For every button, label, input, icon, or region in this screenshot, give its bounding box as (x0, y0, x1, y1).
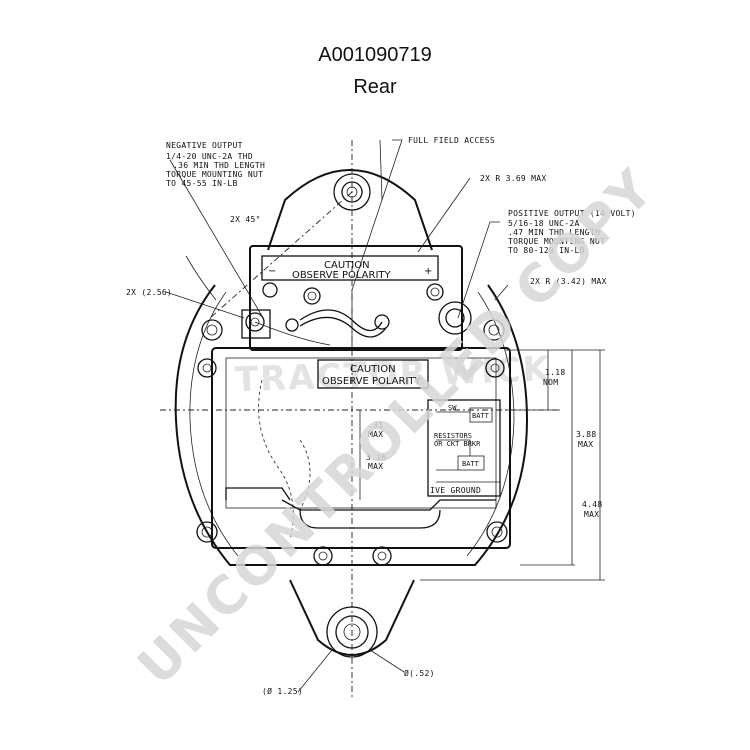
hole-large-text: (Ø 1.25) (262, 686, 303, 696)
dim-inner-a-label: MAX (368, 430, 383, 439)
width-left-text: 2X (2.56) (126, 288, 172, 297)
caution-plate-text: CAUTION (324, 260, 370, 271)
bottom-cover (225, 487, 496, 529)
dim-inner-b-value: 3.16 (366, 453, 386, 462)
positive-output-line-1: POSITIVE OUTPUT (14 VOLT) (508, 209, 636, 218)
dim-nom-label: NOM (543, 378, 558, 387)
ground-text: IVE GROUND (430, 486, 481, 495)
bottom-mounting-ear (289, 579, 415, 658)
negative-output-line-1: NEGATIVE OUTPUT (166, 141, 243, 150)
negative-output-line-3: .36 MIN THD LENGTH (173, 161, 265, 170)
batt-bottom-text: BATT (462, 460, 480, 468)
leader-lines (165, 139, 509, 693)
mid-polarity-text: OBSERVE POLARITY (322, 376, 422, 387)
dim-total-value: 4.48 (582, 500, 602, 509)
angle-mark (185, 191, 353, 319)
sw-text: SW (448, 404, 457, 412)
terminal-bolts (241, 282, 472, 339)
top-terminal-plate: CAUTION OBSERVE POLARITY − + (249, 245, 463, 351)
angle-text: 2X 45° (230, 215, 261, 224)
radius-side-text: 2X R (3.42) MAX (530, 277, 607, 286)
dim-total-label: MAX (584, 510, 599, 519)
plus-sign-text: + (424, 266, 432, 277)
negative-output-line-5: TO 45-55 IN-LB (166, 179, 238, 188)
dim-inner-a-value: .31 (368, 421, 383, 430)
mid-caution-text: CAUTION (350, 364, 396, 375)
page-title: A001090719 (318, 44, 432, 66)
wiring-diagram-label: SW BATT RESISTORS OR CKT BRKR BATT IVE G… (427, 399, 501, 497)
outer-housing (174, 284, 529, 566)
polarity-plate-text: OBSERVE POLARITY (292, 270, 392, 281)
full-field-access-text: FULL FIELD ACCESS (408, 136, 495, 145)
negative-output-line-4: TORQUE MOUNTING NUT (166, 170, 263, 179)
positive-output-line-4: TORQUE MOUNTING NUT (508, 237, 605, 246)
positive-output-line-2: 5/16-18 UNC-2A (508, 219, 580, 228)
dim-inner-b-label: MAX (368, 462, 383, 471)
dimension-lines (359, 349, 605, 581)
radius-top-text: 2X R 3.69 MAX (480, 174, 547, 183)
dim-mid-label: MAX (578, 440, 593, 449)
wiring-harness (254, 290, 387, 541)
ckt-brkr-text: OR CKT BRKR (434, 440, 481, 448)
positive-output-line-5: TO 80-120 IN-LB (508, 246, 585, 255)
positive-output-line-3: .47 MIN THD LENGTH (508, 228, 600, 237)
dim-nom-value: 1.18 (545, 368, 565, 377)
minus-sign-text: − (268, 266, 276, 277)
callout-text: NEGATIVE OUTPUT 1/4-20 UNC-2A THD .36 MI… (126, 136, 636, 696)
page-subtitle: Rear (353, 76, 397, 98)
resistors-text: RESISTORS (434, 432, 472, 440)
negative-output-line-2: 1/4-20 UNC-2A THD (166, 152, 253, 161)
top-mounting-ear (267, 169, 433, 251)
dim-mid-value: 3.88 (576, 430, 596, 439)
hole-small-text: Ø(.52) (404, 668, 435, 678)
corner-bolts (196, 319, 508, 566)
mid-caution-plate: CAUTION OBSERVE POLARITY (317, 359, 429, 389)
batt-top-text: BATT (472, 412, 490, 420)
